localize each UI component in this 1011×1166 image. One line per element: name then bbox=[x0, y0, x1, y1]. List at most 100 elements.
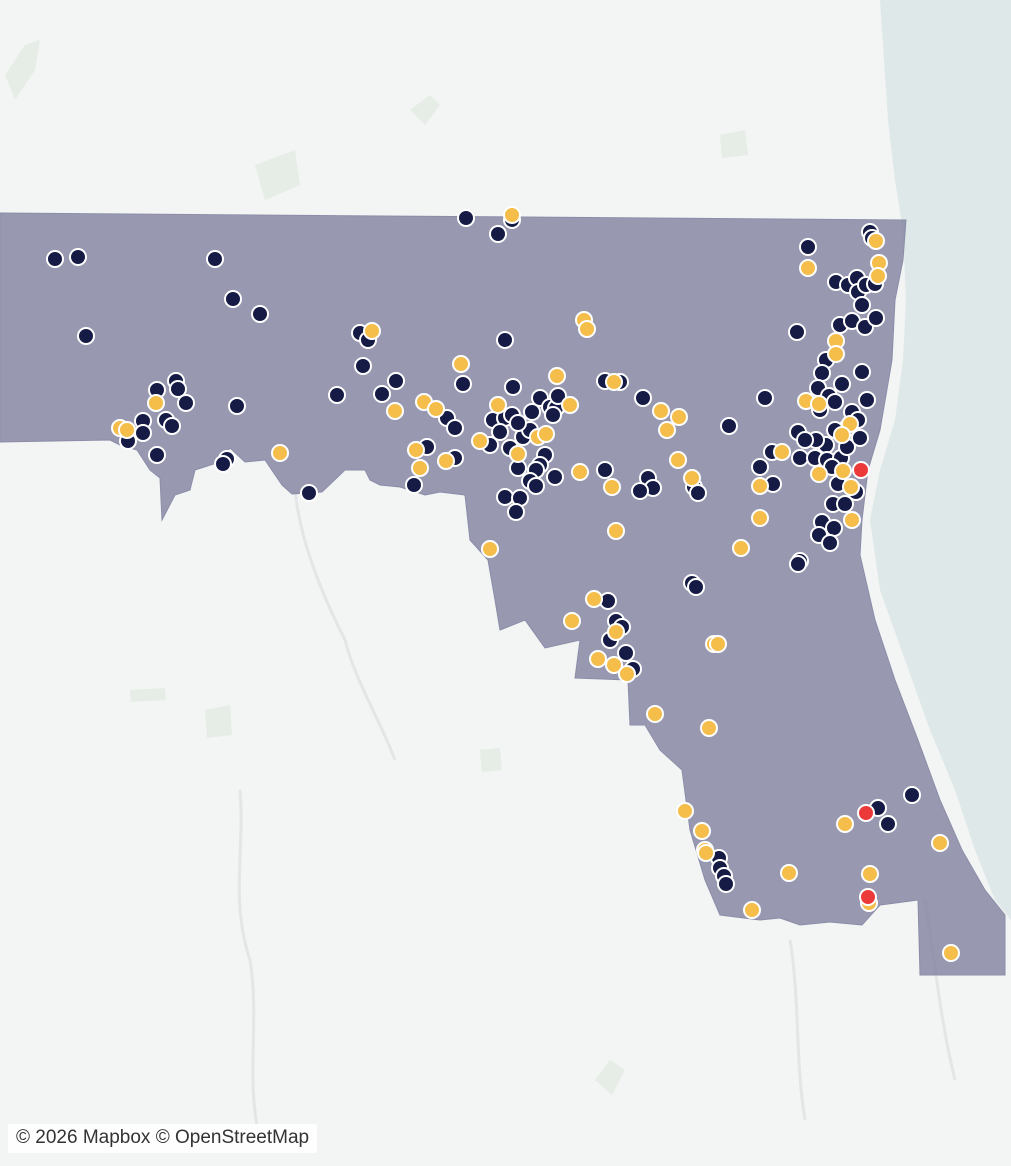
navy-circle-marker[interactable] bbox=[634, 389, 652, 407]
navy-circle-marker[interactable] bbox=[825, 519, 843, 537]
yellow-circle-marker[interactable] bbox=[605, 656, 623, 674]
yellow-circle-marker[interactable] bbox=[669, 451, 687, 469]
yellow-circle-marker[interactable] bbox=[751, 477, 769, 495]
yellow-circle-marker[interactable] bbox=[670, 408, 688, 426]
navy-circle-marker[interactable] bbox=[457, 209, 475, 227]
navy-circle-marker[interactable] bbox=[756, 389, 774, 407]
navy-circle-marker[interactable] bbox=[496, 488, 514, 506]
navy-circle-marker[interactable] bbox=[454, 375, 472, 393]
yellow-circle-marker[interactable] bbox=[676, 802, 694, 820]
navy-circle-marker[interactable] bbox=[853, 296, 871, 314]
yellow-circle-marker[interactable] bbox=[693, 822, 711, 840]
navy-circle-marker[interactable] bbox=[373, 385, 391, 403]
yellow-circle-marker[interactable] bbox=[118, 421, 136, 439]
navy-circle-marker[interactable] bbox=[69, 248, 87, 266]
yellow-circle-marker[interactable] bbox=[646, 705, 664, 723]
yellow-circle-marker[interactable] bbox=[578, 320, 596, 338]
yellow-circle-marker[interactable] bbox=[503, 206, 521, 224]
navy-circle-marker[interactable] bbox=[300, 484, 318, 502]
yellow-circle-marker[interactable] bbox=[563, 612, 581, 630]
navy-circle-marker[interactable] bbox=[717, 875, 735, 893]
navy-circle-marker[interactable] bbox=[867, 309, 885, 327]
navy-circle-marker[interactable] bbox=[354, 357, 372, 375]
yellow-circle-marker[interactable] bbox=[537, 425, 555, 443]
red-circle-marker[interactable] bbox=[852, 461, 870, 479]
navy-circle-marker[interactable] bbox=[813, 364, 831, 382]
navy-circle-marker[interactable] bbox=[687, 578, 705, 596]
yellow-circle-marker[interactable] bbox=[618, 665, 636, 683]
navy-circle-marker[interactable] bbox=[387, 372, 405, 390]
navy-circle-marker[interactable] bbox=[799, 238, 817, 256]
yellow-circle-marker[interactable] bbox=[607, 522, 625, 540]
navy-circle-marker[interactable] bbox=[328, 386, 346, 404]
yellow-circle-marker[interactable] bbox=[867, 232, 885, 250]
yellow-circle-marker[interactable] bbox=[407, 441, 425, 459]
navy-circle-marker[interactable] bbox=[163, 417, 181, 435]
yellow-circle-marker[interactable] bbox=[810, 395, 828, 413]
map-attribution[interactable]: © 2026 Mapbox © OpenStreetMap bbox=[8, 1124, 318, 1153]
navy-circle-marker[interactable] bbox=[496, 331, 514, 349]
yellow-circle-marker[interactable] bbox=[869, 267, 887, 285]
yellow-circle-marker[interactable] bbox=[489, 396, 507, 414]
navy-circle-marker[interactable] bbox=[148, 446, 166, 464]
navy-circle-marker[interactable] bbox=[77, 327, 95, 345]
navy-circle-marker[interactable] bbox=[796, 431, 814, 449]
yellow-circle-marker[interactable] bbox=[509, 445, 527, 463]
yellow-circle-marker[interactable] bbox=[836, 815, 854, 833]
navy-circle-marker[interactable] bbox=[826, 393, 844, 411]
yellow-circle-marker[interactable] bbox=[780, 864, 798, 882]
yellow-circle-marker[interactable] bbox=[834, 462, 852, 480]
navy-circle-marker[interactable] bbox=[507, 503, 525, 521]
yellow-circle-marker[interactable] bbox=[732, 539, 750, 557]
navy-circle-marker[interactable] bbox=[836, 495, 854, 513]
navy-circle-marker[interactable] bbox=[858, 391, 876, 409]
navy-circle-marker[interactable] bbox=[544, 406, 562, 424]
yellow-circle-marker[interactable] bbox=[827, 345, 845, 363]
yellow-circle-marker[interactable] bbox=[585, 590, 603, 608]
navy-circle-marker[interactable] bbox=[751, 458, 769, 476]
navy-circle-marker[interactable] bbox=[228, 397, 246, 415]
yellow-circle-marker[interactable] bbox=[363, 322, 381, 340]
navy-circle-marker[interactable] bbox=[720, 417, 738, 435]
navy-circle-marker[interactable] bbox=[509, 414, 527, 432]
navy-circle-marker[interactable] bbox=[903, 786, 921, 804]
navy-circle-marker[interactable] bbox=[617, 644, 635, 662]
navy-circle-marker[interactable] bbox=[504, 378, 522, 396]
yellow-circle-marker[interactable] bbox=[700, 719, 718, 737]
yellow-circle-marker[interactable] bbox=[652, 402, 670, 420]
navy-circle-marker[interactable] bbox=[546, 468, 564, 486]
yellow-circle-marker[interactable] bbox=[683, 469, 701, 487]
yellow-circle-marker[interactable] bbox=[561, 396, 579, 414]
navy-circle-marker[interactable] bbox=[169, 380, 187, 398]
yellow-circle-marker[interactable] bbox=[548, 367, 566, 385]
yellow-circle-marker[interactable] bbox=[942, 944, 960, 962]
yellow-circle-marker[interactable] bbox=[810, 465, 828, 483]
yellow-circle-marker[interactable] bbox=[843, 511, 861, 529]
yellow-circle-marker[interactable] bbox=[931, 834, 949, 852]
navy-circle-marker[interactable] bbox=[224, 290, 242, 308]
navy-circle-marker[interactable] bbox=[527, 477, 545, 495]
navy-circle-marker[interactable] bbox=[788, 323, 806, 341]
navy-circle-marker[interactable] bbox=[489, 225, 507, 243]
navy-circle-marker[interactable] bbox=[596, 461, 614, 479]
navy-circle-marker[interactable] bbox=[405, 476, 423, 494]
navy-circle-marker[interactable] bbox=[491, 423, 509, 441]
navy-circle-marker[interactable] bbox=[134, 424, 152, 442]
yellow-circle-marker[interactable] bbox=[411, 459, 429, 477]
yellow-circle-marker[interactable] bbox=[605, 373, 623, 391]
navy-circle-marker[interactable] bbox=[833, 375, 851, 393]
navy-circle-marker[interactable] bbox=[851, 429, 869, 447]
navy-circle-marker[interactable] bbox=[214, 455, 232, 473]
yellow-circle-marker[interactable] bbox=[147, 394, 165, 412]
yellow-circle-marker[interactable] bbox=[743, 901, 761, 919]
yellow-circle-marker[interactable] bbox=[607, 623, 625, 641]
yellow-circle-marker[interactable] bbox=[709, 635, 727, 653]
navy-circle-marker[interactable] bbox=[206, 250, 224, 268]
navy-circle-marker[interactable] bbox=[523, 403, 541, 421]
yellow-circle-marker[interactable] bbox=[833, 426, 851, 444]
red-circle-marker[interactable] bbox=[859, 888, 877, 906]
yellow-circle-marker[interactable] bbox=[589, 650, 607, 668]
yellow-circle-marker[interactable] bbox=[658, 421, 676, 439]
yellow-circle-marker[interactable] bbox=[799, 259, 817, 277]
